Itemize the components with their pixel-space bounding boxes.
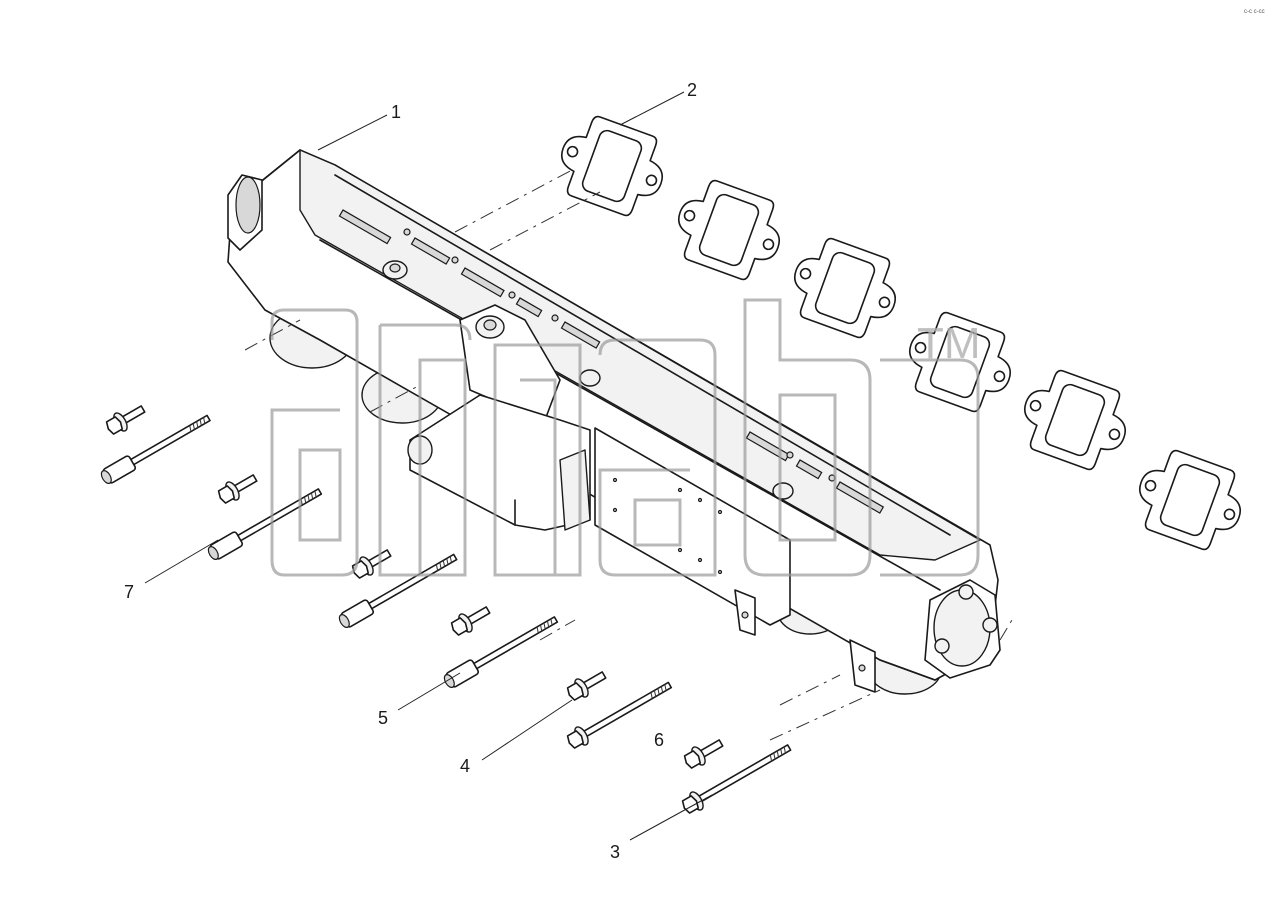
gasket-2 xyxy=(677,179,781,281)
manifold-boss-2 xyxy=(579,369,601,387)
gasket-4 xyxy=(908,311,1012,413)
bolt-long-3 xyxy=(681,744,792,814)
leader-lines xyxy=(144,91,713,841)
gasket-1 xyxy=(560,115,664,217)
manifold-side-plate xyxy=(594,427,791,626)
bolt-short-7a xyxy=(105,405,146,435)
gasket-group xyxy=(560,115,1242,551)
gasket-5 xyxy=(1023,369,1127,471)
gasket-6 xyxy=(1138,449,1242,551)
watermark-logo: TM xyxy=(270,298,981,577)
stud-7a xyxy=(100,414,211,484)
callout-4: 4 xyxy=(460,756,470,776)
callout-1: 1 xyxy=(391,102,401,122)
exhaust-manifold xyxy=(227,149,1001,695)
callout-2: 2 xyxy=(687,80,697,100)
callouts: 1 2 3 4 5 6 7 xyxy=(124,80,697,862)
stud-5 xyxy=(338,553,458,628)
corner-mark: c-c c-cc xyxy=(1244,9,1265,15)
callout-6: 6 xyxy=(654,730,664,750)
stud-5b xyxy=(443,616,559,688)
manifold-top-face xyxy=(299,149,981,561)
manifold-top-slots xyxy=(338,209,885,514)
bolt-short-4 xyxy=(566,671,607,701)
callout-7: 7 xyxy=(124,582,134,602)
bolt-short-5b xyxy=(450,606,491,636)
callout-3: 3 xyxy=(610,842,620,862)
callout-5: 5 xyxy=(378,708,388,728)
watermark-tm: TM xyxy=(917,319,981,368)
gasket-3 xyxy=(793,237,897,339)
bolt-short-7b xyxy=(217,474,258,504)
manifold-boss-3 xyxy=(772,482,794,500)
bolt-short-6 xyxy=(683,739,724,769)
bolt-long-4 xyxy=(566,681,673,749)
